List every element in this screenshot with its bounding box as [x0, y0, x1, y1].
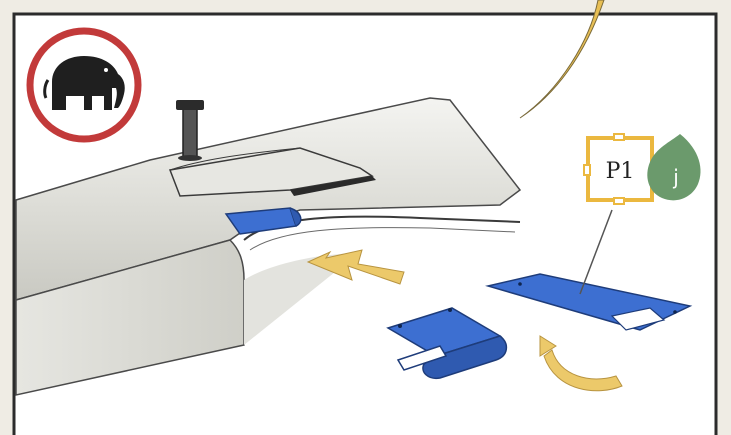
- elephant-in-circle-icon: [30, 31, 138, 139]
- part-callout: P1: [584, 134, 652, 204]
- badge-letter: j: [672, 165, 679, 189]
- part-callout-label: P1: [606, 159, 635, 184]
